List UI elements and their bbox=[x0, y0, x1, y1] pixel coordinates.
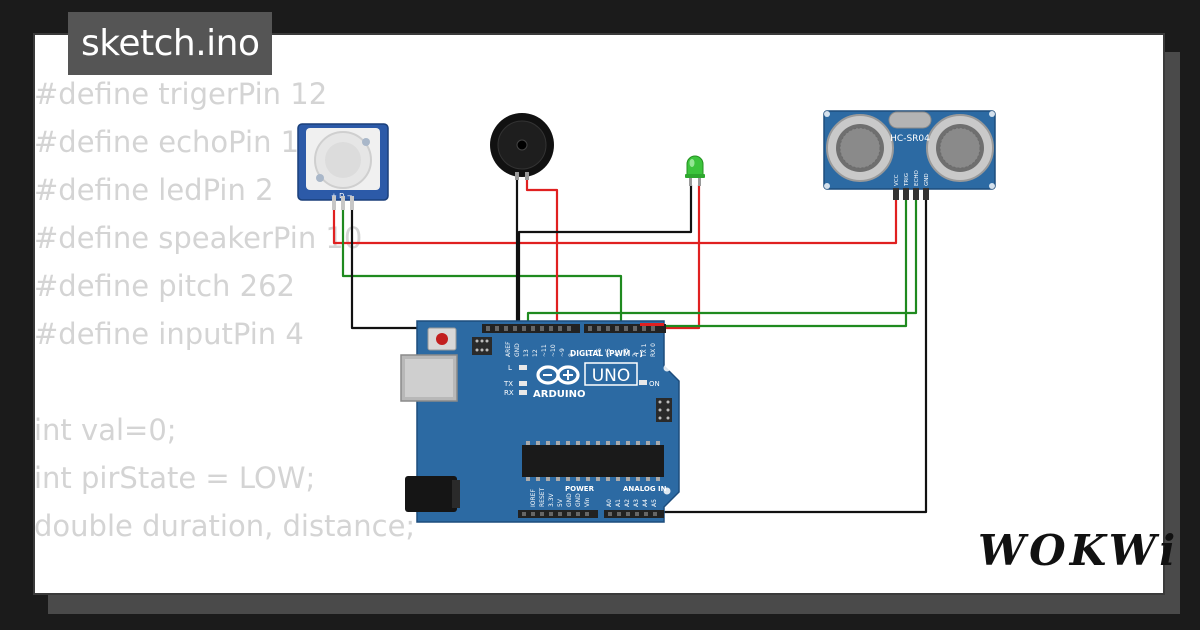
code-line: #define trigerPin 12 bbox=[34, 77, 328, 111]
code-line: double duration, distance; bbox=[34, 509, 416, 543]
code-line: int val=0; bbox=[34, 413, 177, 447]
pir-sensor[interactable]: + D − bbox=[297, 123, 389, 210]
wire-black-pir-gnd bbox=[350, 196, 512, 330]
pin-label-10: ~10 bbox=[550, 344, 557, 357]
wire-red-led-signal bbox=[650, 185, 701, 330]
power-label: POWER bbox=[565, 485, 595, 493]
sonar-pin-trig: TRIG bbox=[904, 173, 910, 187]
pin-label-gnd-2: GND bbox=[575, 493, 582, 507]
pin-label-a5: A5 bbox=[651, 499, 658, 507]
pin-label-2: 2 bbox=[632, 353, 639, 357]
pin-label-6: ~6 bbox=[596, 348, 603, 357]
pin-label-a0: A0 bbox=[606, 499, 613, 507]
code-preview: #define trigerPin 12 #define echoPin 11 … bbox=[34, 70, 415, 550]
analog-header bbox=[604, 510, 664, 518]
pin-label-5: ~5 bbox=[605, 348, 612, 357]
atmega-chip bbox=[522, 445, 664, 477]
model-label: UNO bbox=[592, 366, 631, 386]
wire-green-trig bbox=[534, 196, 908, 330]
rx-led-label: RX bbox=[504, 389, 514, 397]
on-led-label: ON bbox=[649, 380, 660, 388]
pin-label-5v: 5V bbox=[557, 498, 564, 507]
wire-red-pir-vcc bbox=[332, 196, 898, 245]
sketch-filename: sketch.ino bbox=[68, 12, 273, 75]
pin-label-gnd: GND bbox=[514, 343, 521, 357]
sonar-label: HC-SR04 bbox=[890, 134, 930, 144]
pin-label-a4: A4 bbox=[642, 499, 649, 507]
code-line: #define ledPin 2 bbox=[34, 173, 274, 207]
tx-led-label: TX bbox=[503, 380, 513, 388]
pin-label-3: ~3 bbox=[623, 348, 630, 357]
arduino-logo-icon bbox=[536, 365, 580, 385]
pin-label-8: 8 bbox=[568, 353, 575, 357]
digital-label: DIGITAL (PWM ~) bbox=[570, 349, 643, 358]
pin-label-1: TX 1 bbox=[641, 343, 648, 358]
pin-label-ioref: IOREF bbox=[530, 489, 537, 507]
power-jack bbox=[405, 476, 457, 512]
sonar-pin-gnd: GND bbox=[924, 173, 930, 186]
code-line: #define inputPin 4 bbox=[34, 317, 304, 351]
code-line: #define pitch 262 bbox=[34, 269, 295, 303]
wire-red-buzzer-signal bbox=[525, 175, 559, 329]
pin-label-13: 13 bbox=[523, 349, 530, 357]
pin-label-a3: A3 bbox=[633, 499, 640, 507]
pin-label-a1: A1 bbox=[615, 499, 622, 507]
pin-label-gnd-1: GND bbox=[566, 493, 573, 507]
analog-label: ANALOG IN bbox=[623, 485, 667, 493]
pin-label-vin: Vin bbox=[584, 497, 591, 507]
wire-green-echo bbox=[526, 196, 918, 330]
code-line: int pirState = LOW; bbox=[34, 461, 316, 495]
pin-label-reset: RESET bbox=[539, 487, 546, 507]
pin-label-12: 12 bbox=[532, 349, 539, 357]
pin-label-4: 4 bbox=[614, 353, 621, 357]
buzzer[interactable] bbox=[490, 113, 554, 180]
pin-label-0: RX 0 bbox=[650, 343, 657, 357]
arduino-uno[interactable]: AREF GND 13 12 ~11 ~10 ~9 8 7 ~6 ~5 4 ~3… bbox=[400, 320, 680, 523]
ultrasonic-sensor[interactable]: HC-SR04 VCC TRIG ECHO GND bbox=[823, 110, 996, 200]
arduino-brand-label: ARDUINO bbox=[533, 389, 585, 400]
pin-label-a2: A2 bbox=[624, 499, 631, 507]
sonar-pin-vcc: VCC bbox=[894, 174, 900, 186]
sonar-pin-echo: ECHO bbox=[914, 170, 920, 186]
pin-label-3v3: 3.3V bbox=[548, 492, 555, 507]
l-led-label: L bbox=[508, 364, 512, 372]
pin-label-11: ~11 bbox=[541, 344, 548, 357]
pin-label-aref: AREF bbox=[505, 341, 512, 357]
wire-green-pir-signal bbox=[341, 196, 623, 329]
wire-black-led-gnd bbox=[517, 185, 693, 329]
pin-label-9: ~9 bbox=[559, 348, 566, 357]
green-led[interactable] bbox=[685, 155, 705, 186]
wire-black-sonar-gnd bbox=[662, 196, 928, 514]
wokwi-logo: WOKWi bbox=[978, 526, 1180, 575]
pin-label-7: 7 bbox=[587, 353, 594, 357]
